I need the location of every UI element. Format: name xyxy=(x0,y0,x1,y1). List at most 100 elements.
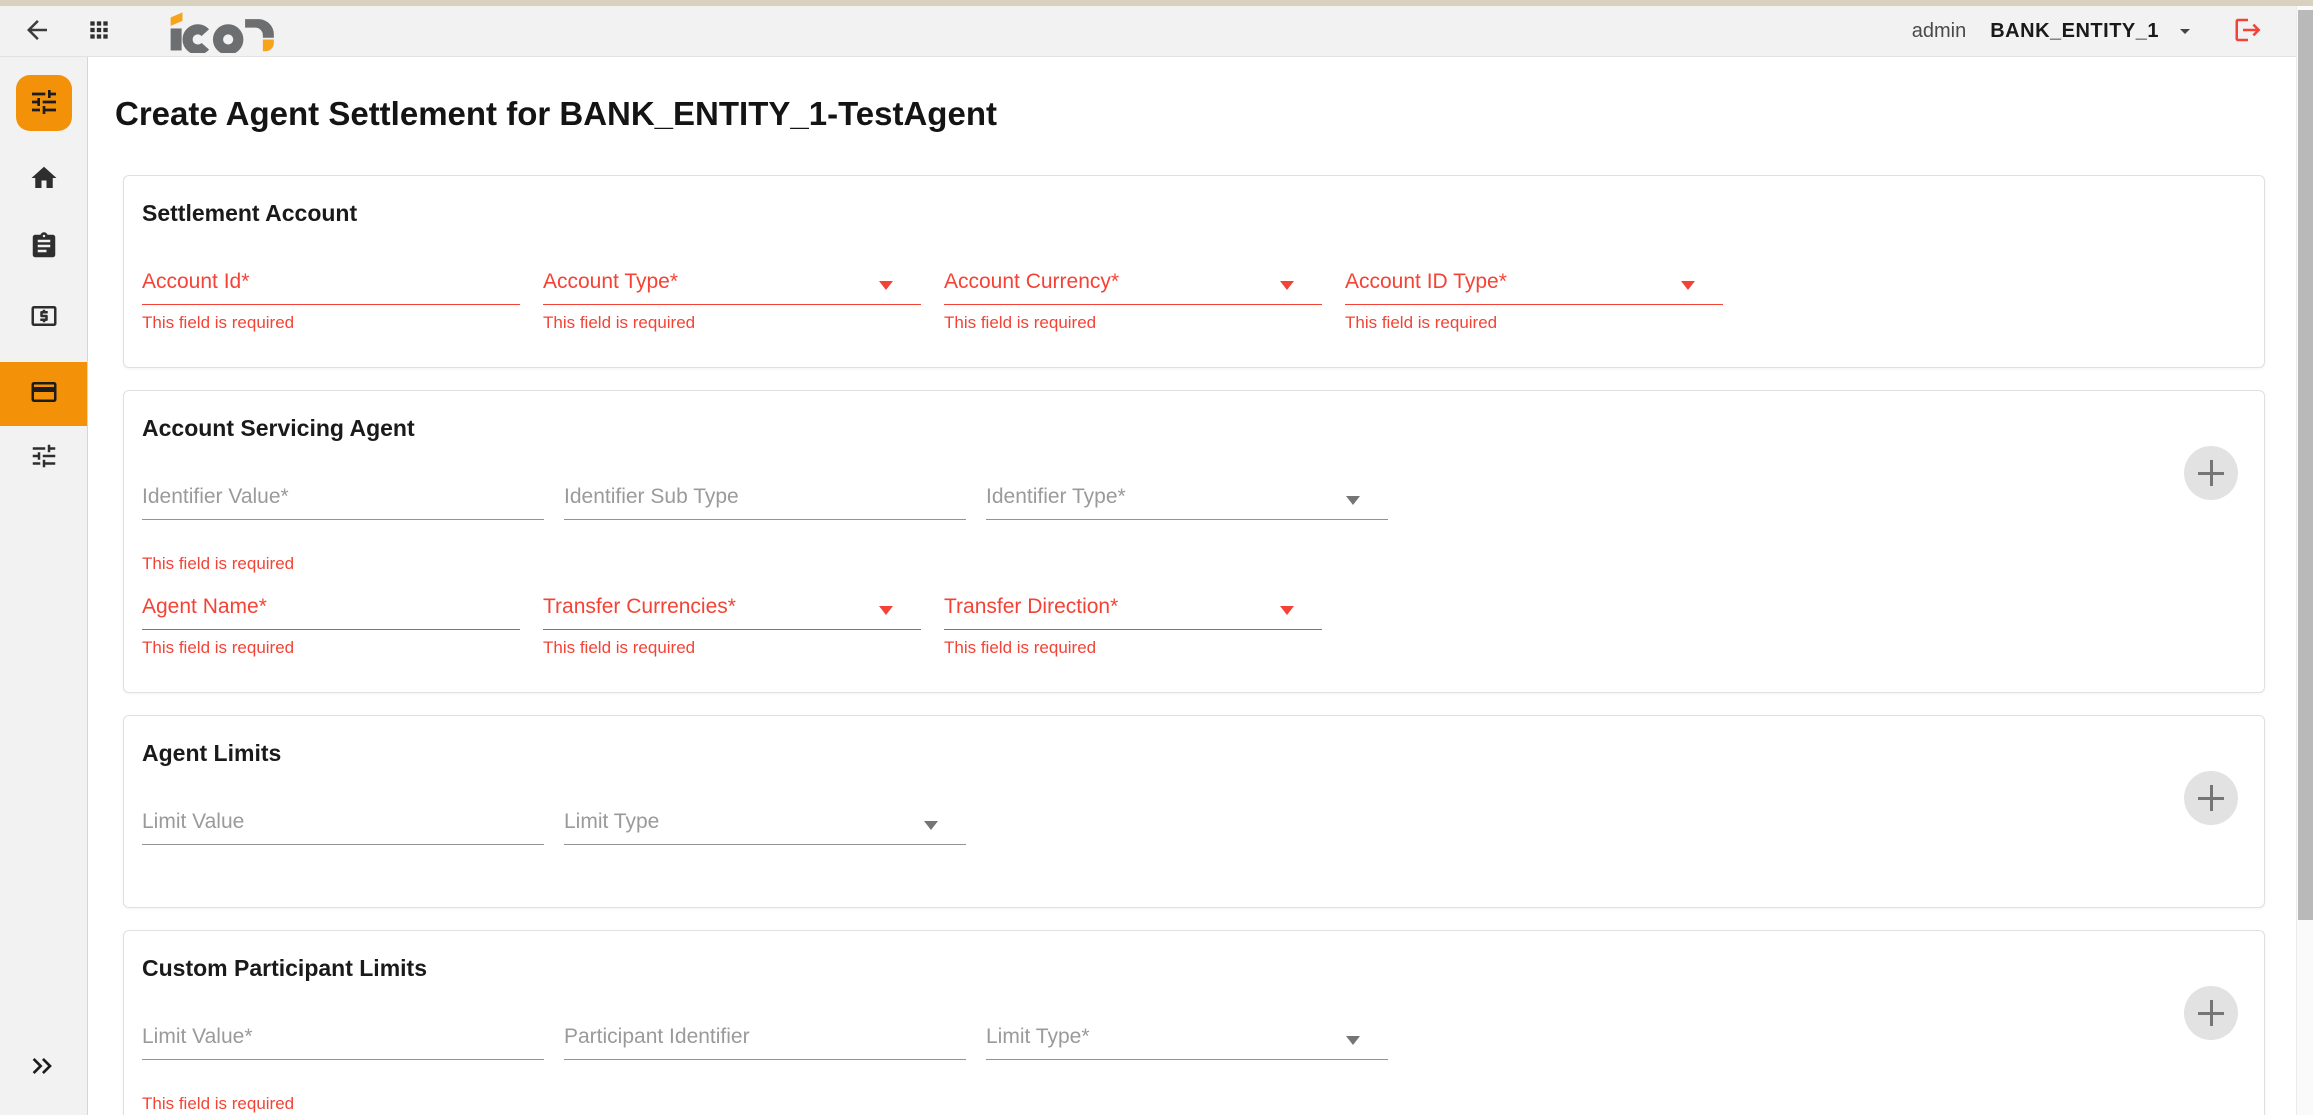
assignment-icon xyxy=(29,231,59,266)
field-hint-area xyxy=(986,528,1388,552)
logout-button[interactable] xyxy=(2233,15,2263,48)
sidebar-expand-button[interactable] xyxy=(26,1050,58,1087)
text-input[interactable]: Identifier Sub Type xyxy=(564,478,966,520)
add-row-button[interactable] xyxy=(2184,986,2238,1040)
field-hint-area: This field is required xyxy=(944,313,1322,337)
apps-grid-button[interactable] xyxy=(86,17,112,46)
field-label: Account Type* xyxy=(543,270,679,293)
dropdown-caret-icon xyxy=(879,606,893,615)
field-transfer-direction[interactable]: Transfer Direction* This field is require… xyxy=(944,588,1322,662)
double-chevron-right-icon xyxy=(26,1050,58,1087)
field-label: Limit Value xyxy=(142,810,245,833)
field-agent-name[interactable]: Agent Name* This field is required xyxy=(142,588,520,662)
sidebar-item-home[interactable] xyxy=(0,148,87,212)
dropdown-caret-icon xyxy=(1346,1036,1360,1045)
field-label: Identifier Type* xyxy=(986,485,1126,508)
field-limit-type[interactable]: Limit Type xyxy=(564,803,966,877)
topbar: admin BANK_ENTITY_1 xyxy=(0,6,2313,57)
add-row-button[interactable] xyxy=(2184,771,2238,825)
dropdown-caret-icon xyxy=(1280,606,1294,615)
tune-icon xyxy=(29,441,59,476)
required-error-text: This field is required xyxy=(944,313,1097,332)
field-account-id[interactable]: Account Id* This field is required xyxy=(142,263,520,337)
field-label: Transfer Direction* xyxy=(944,595,1119,618)
icon-logo xyxy=(164,9,294,53)
scrollbar-thumb[interactable] xyxy=(2298,10,2313,920)
field-limit-value[interactable]: Limit Value* This field is required xyxy=(142,1018,544,1115)
plus-icon xyxy=(2209,785,2213,811)
field-limit-type[interactable]: Limit Type* xyxy=(986,1018,1388,1115)
field-participant-identifier[interactable]: Participant Identifier xyxy=(564,1018,966,1115)
field-label: Limit Value* xyxy=(142,1025,253,1048)
field-transfer-currencies[interactable]: Transfer Currencies* This field is requir… xyxy=(543,588,921,662)
select-input[interactable]: Transfer Direction* xyxy=(944,588,1322,630)
field-hint-area: This field is required xyxy=(543,638,921,662)
field-label: Account ID Type* xyxy=(1345,270,1507,293)
sidebar-item-configuration[interactable] xyxy=(0,426,87,490)
field-hint-area: This field is required xyxy=(142,554,544,578)
field-limit-value[interactable]: Limit Value xyxy=(142,803,544,877)
sidebar-fab-tune-button[interactable] xyxy=(16,75,72,131)
card-title: Settlement Account xyxy=(142,200,358,226)
chevron-down-icon[interactable] xyxy=(2173,19,2197,43)
text-input[interactable]: Limit Value* xyxy=(142,1018,544,1060)
select-input[interactable]: Identifier Type* xyxy=(986,478,1388,520)
field-account-currency[interactable]: Account Currency* This field is required xyxy=(944,263,1322,337)
plus-icon xyxy=(2209,460,2213,486)
sidebar-item-payments[interactable] xyxy=(0,286,87,350)
entity-switcher[interactable]: BANK_ENTITY_1 xyxy=(1990,19,2159,42)
field-hint-area xyxy=(564,528,966,552)
sidebar-item-assignments[interactable] xyxy=(0,216,87,280)
main-content: Create Agent Settlement for BANK_ENTITY_… xyxy=(88,57,2296,1115)
add-row-button[interactable] xyxy=(2184,446,2238,500)
sidebar xyxy=(0,57,88,1115)
text-input[interactable]: Limit Value xyxy=(142,803,544,845)
select-input[interactable]: Limit Type xyxy=(564,803,966,845)
home-icon xyxy=(29,163,59,198)
dropdown-caret-icon xyxy=(879,281,893,290)
select-input[interactable]: Limit Type* xyxy=(986,1018,1388,1060)
field-hint-area: This field is required xyxy=(543,313,921,337)
field-label: Account Currency* xyxy=(944,270,1120,293)
sidebar-item-settlement-accounts[interactable] xyxy=(0,362,87,426)
tune-icon xyxy=(28,86,60,121)
field-hint-area xyxy=(564,1068,966,1092)
field-label: Participant Identifier xyxy=(564,1025,750,1048)
text-input[interactable]: Agent Name* xyxy=(142,588,520,630)
field-hint-area xyxy=(986,1068,1388,1092)
required-error-text: This field is required xyxy=(543,313,696,332)
required-error-text: This field is required xyxy=(142,313,295,332)
field-account-type[interactable]: Account Type* This field is required xyxy=(543,263,921,337)
select-input[interactable]: Transfer Currencies* xyxy=(543,588,921,630)
back-button[interactable] xyxy=(22,15,52,48)
required-error-text: This field is required xyxy=(543,638,696,657)
select-input[interactable]: Account Currency* xyxy=(944,263,1322,305)
dropdown-caret-icon xyxy=(1346,496,1360,505)
select-input[interactable]: Account ID Type* xyxy=(1345,263,1723,305)
text-input[interactable]: Account Id* xyxy=(142,263,520,305)
field-account-id-type[interactable]: Account ID Type*This field is required xyxy=(1345,263,1723,337)
cash-icon xyxy=(29,301,59,336)
text-input[interactable]: Identifier Value* xyxy=(142,478,544,520)
field-identifier-value[interactable]: Identifier Value* This field is required xyxy=(142,478,544,578)
required-error-text: This field is required xyxy=(944,638,1097,657)
field-label: Account Id* xyxy=(142,270,250,293)
vertical-scrollbar[interactable] xyxy=(2296,6,2313,1115)
text-input[interactable]: Participant Identifier xyxy=(564,1018,966,1060)
field-hint-area: This field is required xyxy=(142,1094,544,1115)
required-error-text: This field is required xyxy=(142,638,295,657)
field-identifier-sub-type[interactable]: Identifier Sub Type xyxy=(564,478,966,578)
dropdown-caret-icon xyxy=(1280,281,1294,290)
field-hint-area xyxy=(564,853,966,877)
field-identifier-type[interactable]: Identifier Type* xyxy=(986,478,1388,578)
field-label: Transfer Currencies* xyxy=(543,595,736,618)
field-label: Identifier Sub Type xyxy=(564,485,739,508)
dropdown-caret-icon xyxy=(924,821,938,830)
select-input[interactable]: Account Type* xyxy=(543,263,921,305)
field-hint-area: This field is required xyxy=(944,638,1322,662)
